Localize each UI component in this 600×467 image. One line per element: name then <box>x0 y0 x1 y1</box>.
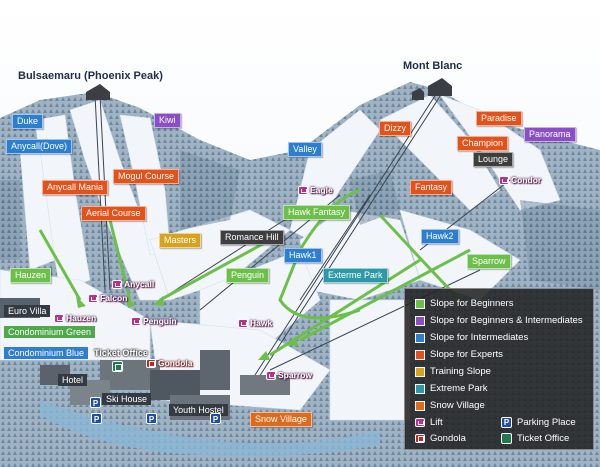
lift-condor-label: Condor <box>511 175 542 185</box>
building-hotel[interactable]: Hotel <box>58 374 88 386</box>
parking-icon[interactable]: P <box>91 413 102 424</box>
gondola-icon <box>146 358 156 368</box>
lift-icon <box>54 313 64 323</box>
slope-panorama[interactable]: Panorama <box>524 127 576 142</box>
gondola-label: Gondola <box>158 358 193 368</box>
legend-item-experts: Slope for Experts <box>415 349 503 360</box>
legend-item-beginners-intermediates: Slope for Beginners & Intermediates <box>415 315 583 326</box>
legend-label: Slope for Intermediates <box>430 332 529 343</box>
lift-penguin[interactable]: Penguin <box>131 316 177 326</box>
legend-item-gondola: Gondola <box>415 433 466 444</box>
legend-swatch <box>415 315 425 326</box>
peak-label-left: Bulsaemaru (Phoenix Peak) <box>18 70 163 82</box>
legend-item-lift: Lift <box>415 417 443 428</box>
peak-label-right: Mont Blanc <box>403 60 463 72</box>
building-euro-villa[interactable]: Euro Villa <box>4 305 51 317</box>
legend-item-ticket: Ticket Office <box>501 433 569 444</box>
legend-swatch <box>415 349 425 360</box>
lift-condor[interactable]: Condor <box>499 175 541 185</box>
lift-sparrow[interactable]: Sparrow <box>266 370 312 380</box>
lift-icon <box>499 175 509 185</box>
slope-lounge[interactable]: Lounge <box>473 152 514 167</box>
slope-penguin[interactable]: Penguin <box>226 268 270 283</box>
lift-icon <box>298 185 308 195</box>
gondola-icon <box>415 434 425 443</box>
lift-icon <box>131 316 141 326</box>
parking-icon[interactable]: P <box>210 413 221 424</box>
legend-item-snow-village: Snow Village <box>415 400 485 411</box>
parking-icon[interactable]: P <box>146 413 157 424</box>
legend-label: Ticket Office <box>517 433 570 444</box>
slope-sparrow[interactable]: Sparrow <box>467 254 511 269</box>
lift-icon <box>112 279 122 289</box>
slope-duke[interactable]: Duke <box>12 114 44 129</box>
lift-hauzen-label: Hauzen <box>66 313 97 323</box>
lift-hauzen[interactable]: Hauzen <box>54 313 96 323</box>
slope-valley[interactable]: Valley <box>288 142 322 157</box>
lift-icon <box>238 318 248 328</box>
gondola-station[interactable]: Gondola <box>146 358 192 368</box>
legend-label: Slope for Beginners & Intermediates <box>430 315 583 326</box>
legend-label: Extreme Park <box>430 383 488 394</box>
slope-aerial-course[interactable]: Aerial Course <box>81 206 146 221</box>
slope-mogul-course[interactable]: Mogul Course <box>113 169 180 184</box>
slope-kiwi[interactable]: Kiwi <box>154 113 181 128</box>
slope-dizzy[interactable]: Dizzy <box>379 121 411 136</box>
lift-falcon-label: Falcon <box>100 293 128 303</box>
legend-item-extreme-park: Extreme Park <box>415 383 488 394</box>
legend-swatch <box>415 366 425 377</box>
legend-item-beginners: Slope for Beginners <box>415 298 513 309</box>
building-ski-house[interactable]: Ski House <box>102 393 152 405</box>
ticket-office-label: Ticket Office <box>94 348 148 358</box>
slope-hawk2[interactable]: Hawk2 <box>421 229 459 244</box>
legend-item-intermediates: Slope for Intermediates <box>415 332 528 343</box>
legend-swatch <box>415 298 425 309</box>
lift-sparrow-label: Sparrow <box>278 370 313 380</box>
legend-swatch <box>415 400 425 411</box>
slope-anycall-dove[interactable]: Anycall(Dove) <box>6 139 73 154</box>
ticket-office-icon <box>501 433 512 444</box>
slope-romance-hill[interactable]: Romance Hill <box>220 230 284 245</box>
lift-penguin-label: Penguin <box>143 316 177 326</box>
lift-eagle[interactable]: Eagle <box>298 185 333 195</box>
legend-swatch <box>415 383 425 394</box>
legend-label: Training Slope <box>430 366 491 377</box>
map-legend: Slope for Beginners Slope for Beginners … <box>404 288 594 450</box>
legend-label: Slope for Experts <box>430 349 503 360</box>
legend-label: Slope for Beginners <box>430 298 514 309</box>
slope-hauzen[interactable]: Hauzen <box>10 268 52 283</box>
slope-extreme-park[interactable]: Exterme Park <box>323 268 388 283</box>
lift-hawk[interactable]: Hawk <box>238 318 272 328</box>
lift-anycall-label: Anycall <box>124 279 155 289</box>
lift-falcon[interactable]: Falcon <box>88 293 127 303</box>
slope-paradise[interactable]: Paradise <box>476 111 522 126</box>
slope-masters[interactable]: Masters <box>159 233 202 248</box>
building-condominium-green[interactable]: Condominium Green <box>4 326 96 338</box>
lift-icon <box>88 293 98 303</box>
legend-item-training: Training Slope <box>415 366 491 377</box>
lift-icon <box>266 370 276 380</box>
parking-icon: P <box>501 417 512 428</box>
slope-fantasy[interactable]: Fantasy <box>410 180 453 195</box>
legend-label: Lift <box>430 417 443 428</box>
legend-item-parking: P Parking Place <box>501 417 576 428</box>
slope-hawk-fantasy[interactable]: Hawk Fantasy <box>283 205 351 220</box>
parking-icon[interactable]: P <box>90 397 101 408</box>
building-snow-village[interactable]: Snow Village <box>250 412 312 427</box>
ticket-office-icon[interactable] <box>112 361 123 372</box>
legend-label: Snow Village <box>430 400 485 411</box>
legend-label: Gondola <box>430 433 466 444</box>
legend-label: Parking Place <box>517 417 576 428</box>
slope-anycall-mania[interactable]: Anycall Mania <box>42 180 109 195</box>
slope-champion[interactable]: Champion <box>457 136 509 151</box>
lift-hawk-label: Hawk <box>250 318 273 328</box>
slope-hawk1[interactable]: Hawk1 <box>284 248 322 263</box>
building-condominium-blue[interactable]: Condominium Blue <box>4 347 89 359</box>
lift-icon <box>415 418 425 427</box>
lift-anycall[interactable]: Anycall <box>112 279 154 289</box>
lift-eagle-label: Eagle <box>310 185 333 195</box>
legend-swatch <box>415 332 425 343</box>
